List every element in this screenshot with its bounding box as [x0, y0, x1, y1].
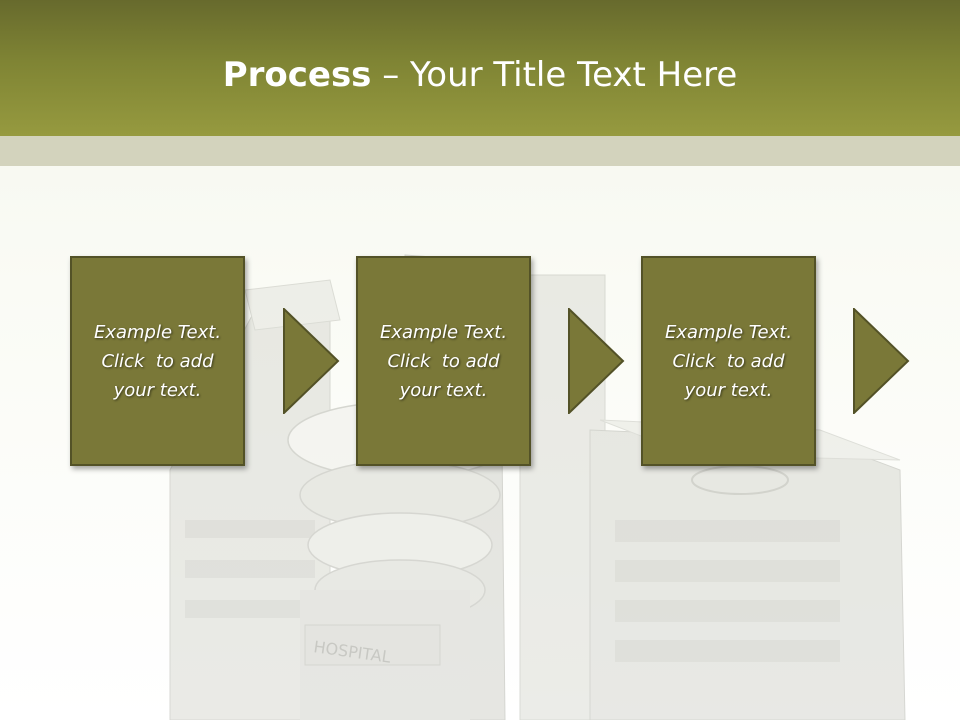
- process-step-1-line-2: Click to add: [101, 350, 214, 372]
- process-step-1-text: Example Text. Click to add your text.: [94, 318, 221, 405]
- process-step-1-line-3: your text.: [113, 379, 202, 401]
- process-step-1-line-1: Example Text.: [93, 321, 222, 343]
- header-sub-band: [0, 136, 960, 166]
- slide-title-rest: – Your Title Text Here: [371, 55, 738, 95]
- process-step-3-text: Example Text. Click to add your text.: [665, 318, 792, 405]
- title-bar: [0, 0, 960, 136]
- arrow-right-icon[interactable]: [568, 308, 626, 414]
- process-step-3-line-1: Example Text.: [664, 321, 793, 343]
- arrow-right-icon[interactable]: [853, 308, 911, 414]
- process-step-2[interactable]: Example Text. Click to add your text.: [356, 256, 531, 466]
- process-step-2-line-3: your text.: [399, 379, 488, 401]
- arrow-right-icon[interactable]: [283, 308, 341, 414]
- slide-title[interactable]: Process – Your Title Text Here: [0, 52, 960, 98]
- process-step-1[interactable]: Example Text. Click to add your text.: [70, 256, 245, 466]
- process-step-2-text: Example Text. Click to add your text.: [380, 318, 507, 405]
- process-step-2-line-2: Click to add: [387, 350, 500, 372]
- hospital-building-image: HOSPITAL: [169, 254, 906, 720]
- process-step-2-line-1: Example Text.: [379, 321, 508, 343]
- process-step-3-line-2: Click to add: [672, 350, 785, 372]
- slide-title-bold: Process: [222, 55, 372, 95]
- process-step-3[interactable]: Example Text. Click to add your text.: [641, 256, 816, 466]
- process-step-3-line-3: your text.: [684, 379, 773, 401]
